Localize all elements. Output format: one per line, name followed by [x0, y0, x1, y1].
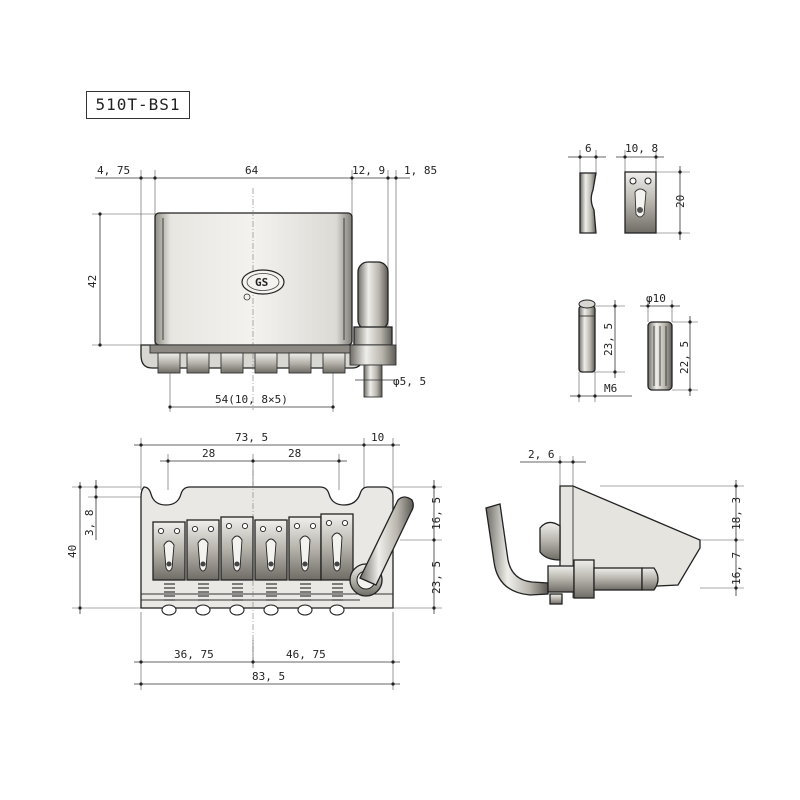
- dim-m6: M6: [604, 382, 617, 395]
- dim-36-75: 36, 75: [174, 648, 214, 661]
- dim-22-5-knob: 22, 5: [678, 341, 691, 374]
- saddles-front: [152, 513, 354, 581]
- top-view: 4, 75 64 12, 9 1, 85 42 GS: [86, 164, 437, 412]
- dim-42: 42: [86, 275, 99, 288]
- dim-23-5-arm: 23, 5: [602, 323, 615, 356]
- screw-heads: [161, 604, 345, 616]
- dim-23-5-front: 23, 5: [430, 561, 443, 594]
- dim-6: 6: [585, 142, 592, 155]
- dim-16-5: 16, 5: [430, 497, 443, 530]
- dim-18-3: 18, 3: [730, 497, 743, 530]
- model-title: 510T-BS1: [86, 91, 190, 119]
- dim-46-75: 46, 75: [286, 648, 326, 661]
- dim-83-5: 83, 5: [252, 670, 285, 683]
- dim-20: 20: [674, 195, 687, 208]
- logo-text: GS: [255, 276, 268, 289]
- dim-16-7: 16, 7: [730, 552, 743, 585]
- arm-stub-top: [349, 261, 397, 398]
- dim-arm-diameter: φ5, 5: [393, 375, 426, 388]
- saddle-row-top: [149, 344, 359, 374]
- dim-28-left: 28: [202, 447, 215, 460]
- gotoh-logo: GS: [241, 269, 285, 301]
- dim-40: 40: [66, 545, 79, 558]
- intonation-springs: [164, 583, 343, 601]
- dim-3-8: 3, 8: [83, 510, 96, 537]
- arm-detail: 23, 5 M6 φ10 22, 5: [570, 292, 698, 402]
- saddle-detail: 6 10, 8 20: [568, 142, 690, 240]
- dim-10: 10: [371, 431, 384, 444]
- dim-64: 64: [245, 164, 259, 177]
- dim-73-5: 73, 5: [235, 431, 268, 444]
- dim-12-9: 12, 9: [352, 164, 385, 177]
- tremolo-arm-front: [349, 496, 414, 597]
- side-view: 2, 6 18, 3 16, 7: [485, 448, 744, 605]
- dim-1-85: 1, 85: [404, 164, 437, 177]
- front-view: 73, 5 10 28 28 40 3, 8 16, 5 23, 5: [66, 431, 443, 690]
- dim-2-6: 2, 6: [528, 448, 555, 461]
- dim-54: 54(10, 8×5): [215, 393, 288, 406]
- dim-4-75: 4, 75: [97, 164, 130, 177]
- dim-28-right: 28: [288, 447, 301, 460]
- dim-phi10: φ10: [646, 292, 666, 305]
- dim-10-8: 10, 8: [625, 142, 658, 155]
